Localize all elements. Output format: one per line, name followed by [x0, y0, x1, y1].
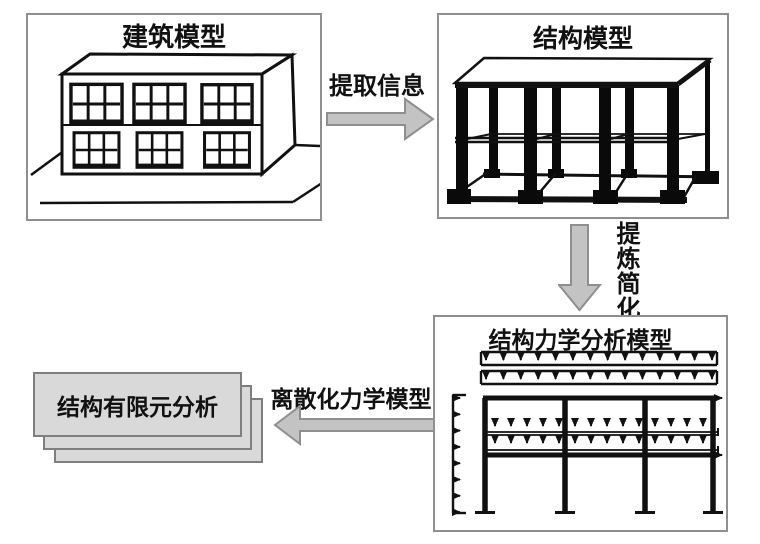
building-model-box: 建筑模型 — [26, 13, 322, 221]
left-arrow-icon — [273, 404, 435, 446]
extract-info-label: 提取信息 — [329, 74, 425, 100]
structural-frame-3d-icon — [446, 56, 720, 204]
fea-title: 结构有限元分析 — [57, 394, 218, 420]
structural-model-box: 结构模型 — [437, 13, 729, 219]
mechanics-model-box: 结构力学分析模型 — [433, 315, 728, 532]
down-arrow-icon — [558, 224, 602, 312]
mechanics-model-title: 结构力学分析模型 — [488, 328, 673, 353]
structural-model-title: 结构模型 — [532, 26, 633, 53]
fea-paper-front: 结构有限元分析 — [33, 372, 242, 437]
building-model-title: 建筑模型 — [121, 23, 226, 52]
right-arrow-icon — [326, 97, 435, 141]
frame-loads-2d-icon — [451, 350, 723, 517]
refine-simplify-label: 提炼简化 — [612, 221, 638, 321]
building-3d-icon — [30, 52, 320, 205]
